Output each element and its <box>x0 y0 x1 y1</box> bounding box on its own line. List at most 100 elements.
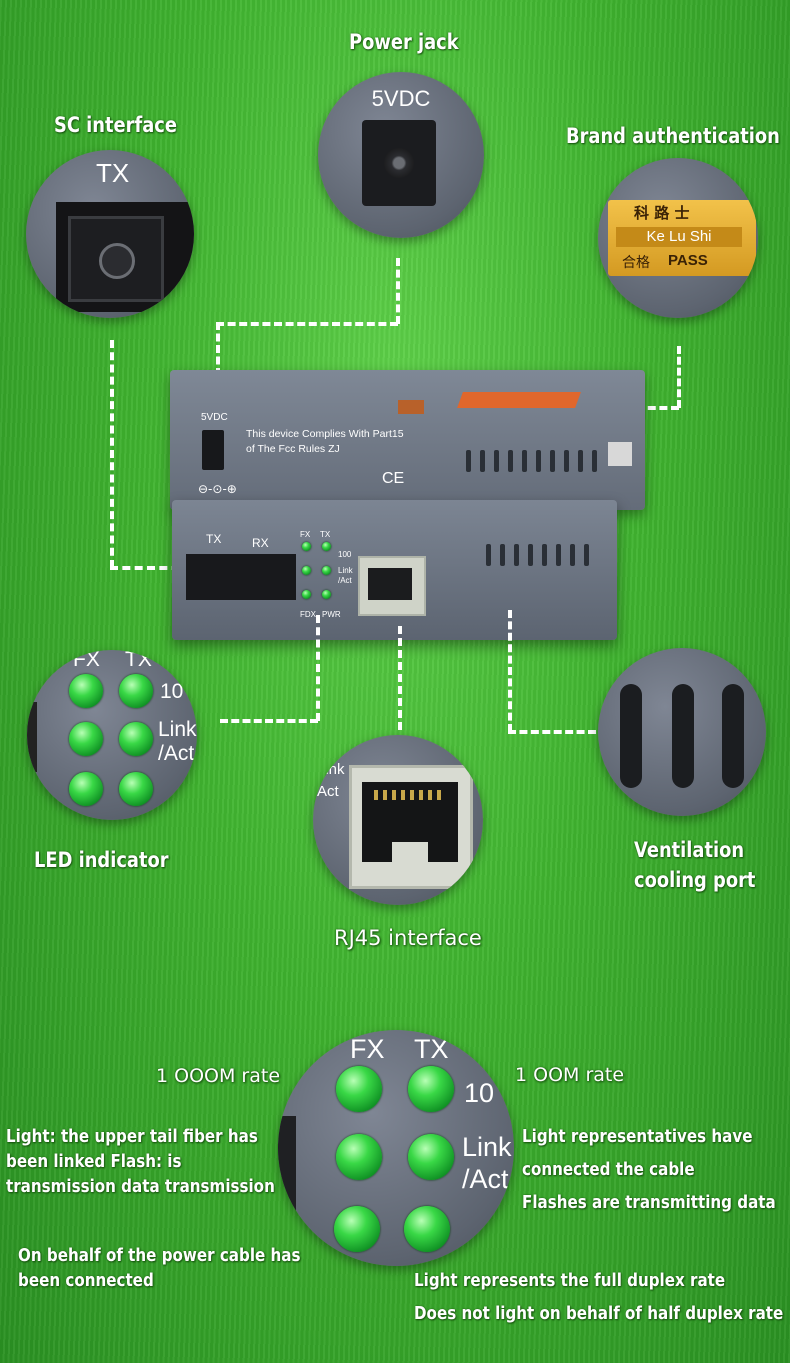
rj45-port <box>358 556 426 616</box>
led-100-label: 100 <box>338 550 352 559</box>
led-fdx-icon <box>334 1206 380 1252</box>
link-desc-line-1: Light representatives have <box>522 1126 753 1147</box>
led-link-label: Link <box>338 566 353 575</box>
led-tx-icon <box>408 1066 454 1112</box>
brand-authentication-zoom: 科 路 士 Ke Lu Shi 合格 PASS <box>598 158 758 318</box>
led-tx-icon <box>322 542 331 551</box>
ce-mark: CE <box>382 470 405 487</box>
top-power-socket <box>202 430 224 470</box>
led-tx-icon <box>119 674 153 708</box>
sc-interface-label: SC interface <box>54 113 177 137</box>
vent-slot <box>528 544 533 566</box>
connector-vent-v <box>508 610 512 732</box>
connector-power-v1 <box>396 258 400 324</box>
top-qc-sticker <box>608 442 632 466</box>
rj45-interface-label: RJ45 interface <box>334 926 482 950</box>
led-zoom-tx: TX <box>125 650 152 671</box>
led-fx-icon <box>336 1066 382 1112</box>
vent-slot <box>550 450 555 472</box>
vent-slot <box>480 450 485 472</box>
led-detail-10: 10 <box>464 1078 495 1108</box>
led-link-icon <box>302 566 311 575</box>
led-tx-label: TX <box>320 530 331 539</box>
led-zoom-act: /Act <box>158 742 195 765</box>
connector-rj45-v <box>398 626 402 730</box>
rj45-contacts <box>374 790 446 800</box>
led-fdx-label: FDX <box>300 610 316 619</box>
connector-led-h <box>220 719 318 723</box>
led-fdx-icon <box>69 772 103 806</box>
port-tx-label: TX <box>206 532 222 546</box>
fx-desc-line-3: transmission data transmission <box>6 1176 275 1197</box>
connector-brand-v <box>677 346 681 408</box>
led-zoom-fx: FX <box>73 650 100 671</box>
power-pin-icon <box>384 148 414 178</box>
voltage-text: 5VDC <box>371 86 431 111</box>
rj45-zoom-port <box>349 765 473 889</box>
led-fx-label: FX <box>300 530 311 539</box>
vent-slot <box>592 450 597 472</box>
power-jack-zoom: 5VDC <box>318 72 484 238</box>
polarity-icon: ⊖-⊙-⊕ <box>198 482 237 496</box>
vent-slot <box>556 544 561 566</box>
led-indicator-zoom: FX TX 10 Link /Act <box>27 650 197 820</box>
rj45-latch-slot <box>392 842 428 862</box>
brand-pass-text: PASS <box>668 252 708 269</box>
led-pwr-icon <box>322 590 331 599</box>
vent-slot <box>570 544 575 566</box>
vent-slot <box>500 544 505 566</box>
converter-top-unit: 5VDC This device Complies With Part15 of… <box>170 370 645 510</box>
fdx-desc-line-2: Does not light on behalf of half duplex … <box>414 1303 784 1324</box>
top-orange-label <box>457 392 581 408</box>
sc-duplex-port <box>186 554 296 600</box>
led-link2-icon <box>322 566 331 575</box>
vent-slot <box>584 544 589 566</box>
led-detail-tx: TX <box>414 1034 449 1064</box>
rj45-port-inner <box>368 568 412 600</box>
converter-bottom-unit: TX RX FX TX 100 Link /Act FDX PWR <box>172 500 617 640</box>
ventilation-zoom <box>598 648 766 816</box>
vent-slot <box>508 450 513 472</box>
fx-desc-line-2: been linked Flash: is <box>6 1151 182 1172</box>
led-fx-icon <box>302 542 311 551</box>
pwr-desc-line-2: been connected <box>18 1270 154 1291</box>
vent-slot-large <box>722 684 744 788</box>
led-detail-zoom: FX TX 10 Link /Act <box>278 1030 514 1266</box>
vent-slot <box>514 544 519 566</box>
vent-slot <box>466 450 471 472</box>
fcc-line-2: of The Fcc Rules ZJ <box>246 443 340 455</box>
led-link2-icon <box>119 722 153 756</box>
led-fx-icon <box>69 674 103 708</box>
led-indicator-label: LED indicator <box>34 848 169 872</box>
led-pwr-icon <box>404 1206 450 1252</box>
fdx-desc-line-1: Light represents the full duplex rate <box>414 1270 726 1291</box>
vent-slot <box>522 450 527 472</box>
led-fdx-icon <box>302 590 311 599</box>
vent-slot <box>578 450 583 472</box>
power-jack-label: Power jack <box>349 30 459 54</box>
brand-authentication-label: Brand authentication <box>566 124 780 148</box>
rj-zoom-act: Act <box>317 783 339 800</box>
ventilation-label-1: Ventilation <box>634 838 745 862</box>
connector-led-v <box>316 615 320 721</box>
link-desc-line-2: connected the cable <box>522 1159 695 1180</box>
brand-cn-text: 科 路 士 <box>634 204 690 222</box>
vent-slot <box>536 450 541 472</box>
sc-port-inner <box>68 216 164 302</box>
ventilation-label-2: cooling port <box>634 868 756 892</box>
fx-desc-line-1: Light: the upper tail fiber has <box>6 1126 258 1147</box>
led-detail-act: /Act <box>462 1164 509 1194</box>
fcc-line-1: This device Complies With Part15 <box>246 428 404 440</box>
connector-sc-h <box>110 566 192 570</box>
vent-slot <box>564 450 569 472</box>
led-link2-icon <box>408 1134 454 1180</box>
led-link-icon <box>336 1134 382 1180</box>
led-detail-edge <box>278 1116 296 1216</box>
vent-slot <box>486 544 491 566</box>
sc-interface-zoom: TX <box>26 150 194 318</box>
led-pwr-label: PWR <box>322 610 341 619</box>
led-zoom-edge <box>27 702 37 772</box>
rj45-interface-zoom: Link Act <box>313 735 483 905</box>
vent-slot-large <box>672 684 694 788</box>
led-zoom-link: Link <box>158 718 197 741</box>
